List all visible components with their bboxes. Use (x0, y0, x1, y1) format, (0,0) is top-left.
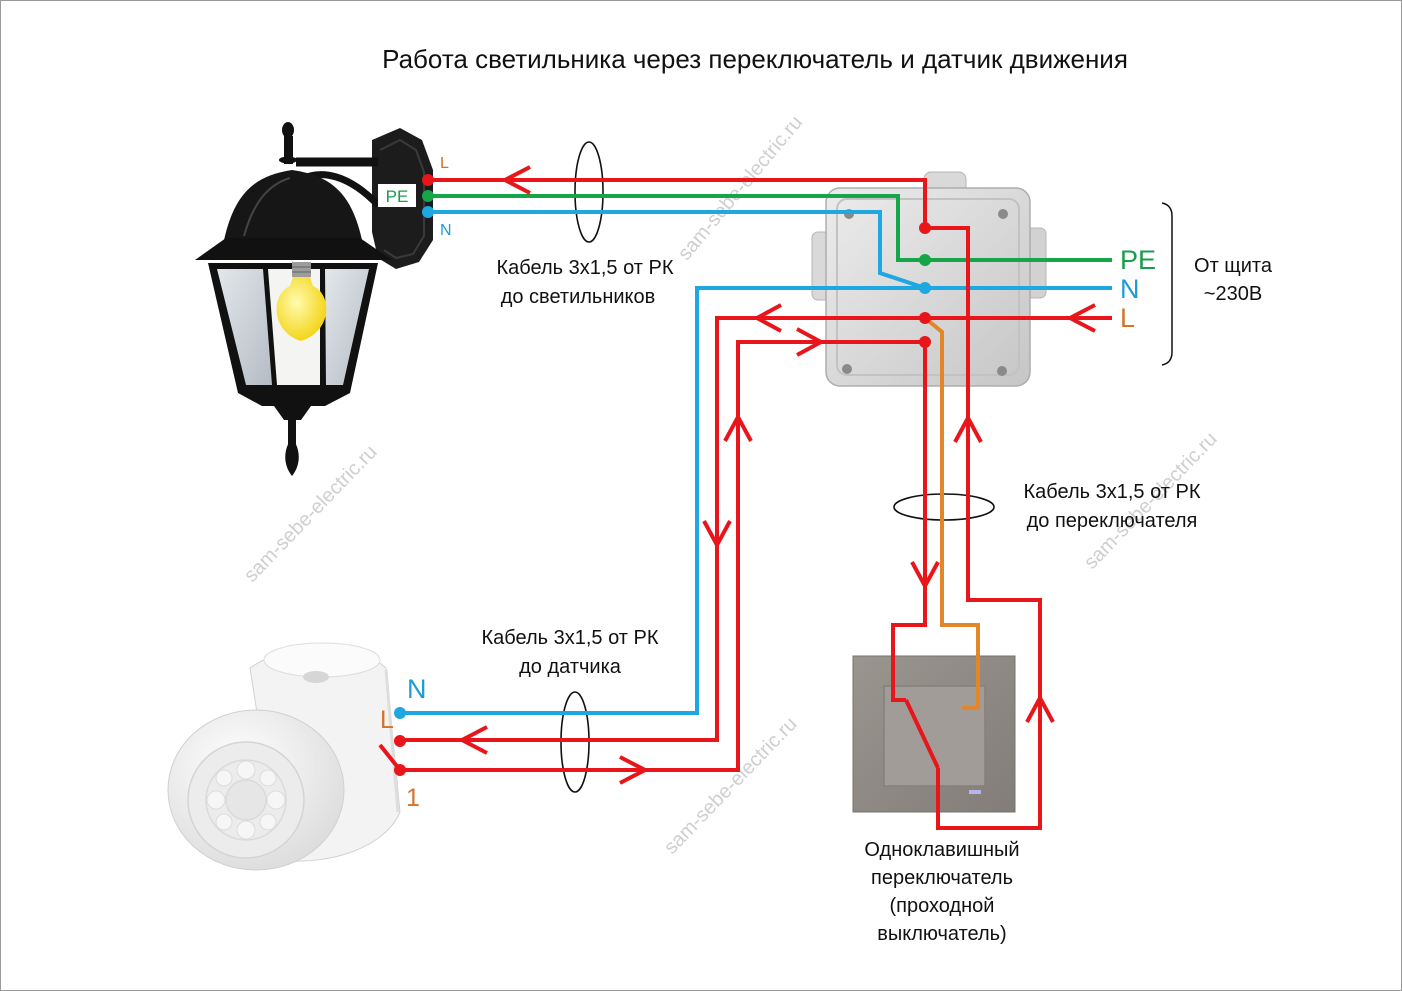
lens-cell (206, 790, 226, 810)
arrow-up-icon (723, 412, 753, 442)
switch-contact-lever (904, 699, 940, 769)
cable-switch-label-2: до переключателя (1027, 510, 1198, 532)
supply-label-n: N (1120, 274, 1140, 304)
box-junction-pe (919, 254, 931, 266)
arrow-left-icon (1065, 303, 1096, 333)
wire-pe-lamp (428, 194, 1112, 262)
lantern-top-disk (279, 156, 297, 164)
sensor-terminal-1 (394, 764, 406, 776)
switch-caption-2: переключатель (871, 867, 1013, 889)
lamp-terminal-n (422, 206, 434, 218)
motion-sensor (167, 642, 401, 871)
wire-l-lamp-switched (428, 178, 1042, 830)
diagram-title: Работа светильника через переключатель и… (382, 44, 1128, 74)
lens-cell (236, 760, 256, 780)
wire-n-lamp (428, 210, 1112, 290)
supply-label-l: L (1120, 303, 1135, 333)
sensor-label-n: N (407, 674, 427, 704)
sensor-lens-ring (205, 759, 287, 841)
supply-source-label-1: От щита (1194, 255, 1273, 277)
sensor-terminal-l (394, 735, 406, 747)
wire-l-supply-sensor (400, 316, 1112, 742)
lantern-roof-brim (195, 238, 392, 260)
lamp-terminal-pe (422, 190, 434, 202)
arrow-up-icon (953, 413, 983, 443)
cable-switch-label-1: Кабель 3х1,5 от РК (1024, 481, 1201, 503)
lantern-glass-right (325, 269, 369, 385)
supply-bracket (1161, 202, 1173, 366)
wire-l-switch-feed (923, 316, 980, 710)
box-screw (842, 364, 852, 374)
junction-box (811, 171, 1047, 387)
bulb-base (292, 262, 311, 277)
switch-caption-3: (проходной (890, 895, 995, 917)
bulb-glass (276, 277, 327, 341)
lantern-bottom-neck (274, 406, 311, 420)
box-junction-lamp-l (919, 222, 931, 234)
sensor-mount-hole (303, 671, 329, 683)
lens-cell (259, 813, 277, 831)
switch-caption-1: Одноклавишный (864, 839, 1019, 861)
arrow-right-icon (796, 327, 826, 357)
lens-cell (215, 769, 233, 787)
box-screw (998, 209, 1008, 219)
box-junction-n (919, 282, 931, 294)
sensor-lens-cells (206, 760, 286, 840)
sensor-rim (384, 669, 400, 813)
arrow-right-icon (619, 755, 650, 785)
arrow-left-icon (457, 725, 488, 755)
cable-sensor-label-2: до датчика (519, 656, 622, 678)
switch-key (883, 685, 986, 787)
lantern-roof (224, 170, 362, 240)
lamp-label-n: N (440, 222, 452, 239)
supply-label-pe: PE (1120, 245, 1156, 275)
lens-cell (236, 820, 256, 840)
light-bulb-icon (276, 262, 327, 341)
connection-dots (394, 174, 931, 776)
lamp-label-l: L (440, 155, 449, 172)
lens-cell (266, 790, 286, 810)
arrow-down-icon (702, 520, 732, 550)
cable-lamp-label-2: до светильников (501, 286, 656, 308)
lantern-roof-highlight (243, 177, 291, 237)
lens-cell (215, 813, 233, 831)
arrow-up-icon (1025, 693, 1055, 723)
wires (378, 178, 1112, 830)
wire-switch-bypass (891, 342, 927, 702)
lamp-terminal-l (422, 174, 434, 186)
box-junction-l (919, 312, 931, 324)
arrow-down-icon (910, 561, 940, 591)
cable-lamp-label-1: Кабель 3х1,5 от РК (497, 257, 674, 279)
box-junction-sensor-out (919, 336, 931, 348)
lantern-bottom (238, 393, 350, 406)
lantern-bracket-edge (379, 138, 425, 260)
switch-logo (969, 790, 981, 794)
lens-cell (259, 769, 277, 787)
lamp-label-pe: PE (386, 187, 409, 206)
switch-caption-4: выключатель) (877, 923, 1006, 945)
supply-source-label-2: ~230В (1204, 283, 1262, 305)
wire-sensor-output (400, 340, 925, 772)
sensor-label-1: 1 (406, 784, 420, 812)
lantern-glass-left (217, 269, 272, 385)
lantern-top-knob (282, 122, 294, 138)
lantern-top-stem (284, 136, 293, 164)
single-gang-switch (852, 655, 1016, 813)
cable-ring-lamp (574, 141, 604, 243)
lantern-bottom-stem (288, 419, 296, 445)
box-screw (997, 366, 1007, 376)
lamp-label-pe-box (378, 184, 416, 207)
sensor-lens-center (225, 779, 267, 821)
cable-sensor-label-1: Кабель 3х1,5 от РК (482, 627, 659, 649)
arrow-left-icon (500, 165, 531, 195)
current-arrows (457, 165, 1096, 785)
sensor-terminal-n (394, 707, 406, 719)
sensor-label-l: L (380, 706, 394, 734)
wire-n-sensor (400, 286, 925, 715)
arrow-left-icon (752, 303, 782, 333)
lantern-bottom-finial (285, 438, 299, 476)
